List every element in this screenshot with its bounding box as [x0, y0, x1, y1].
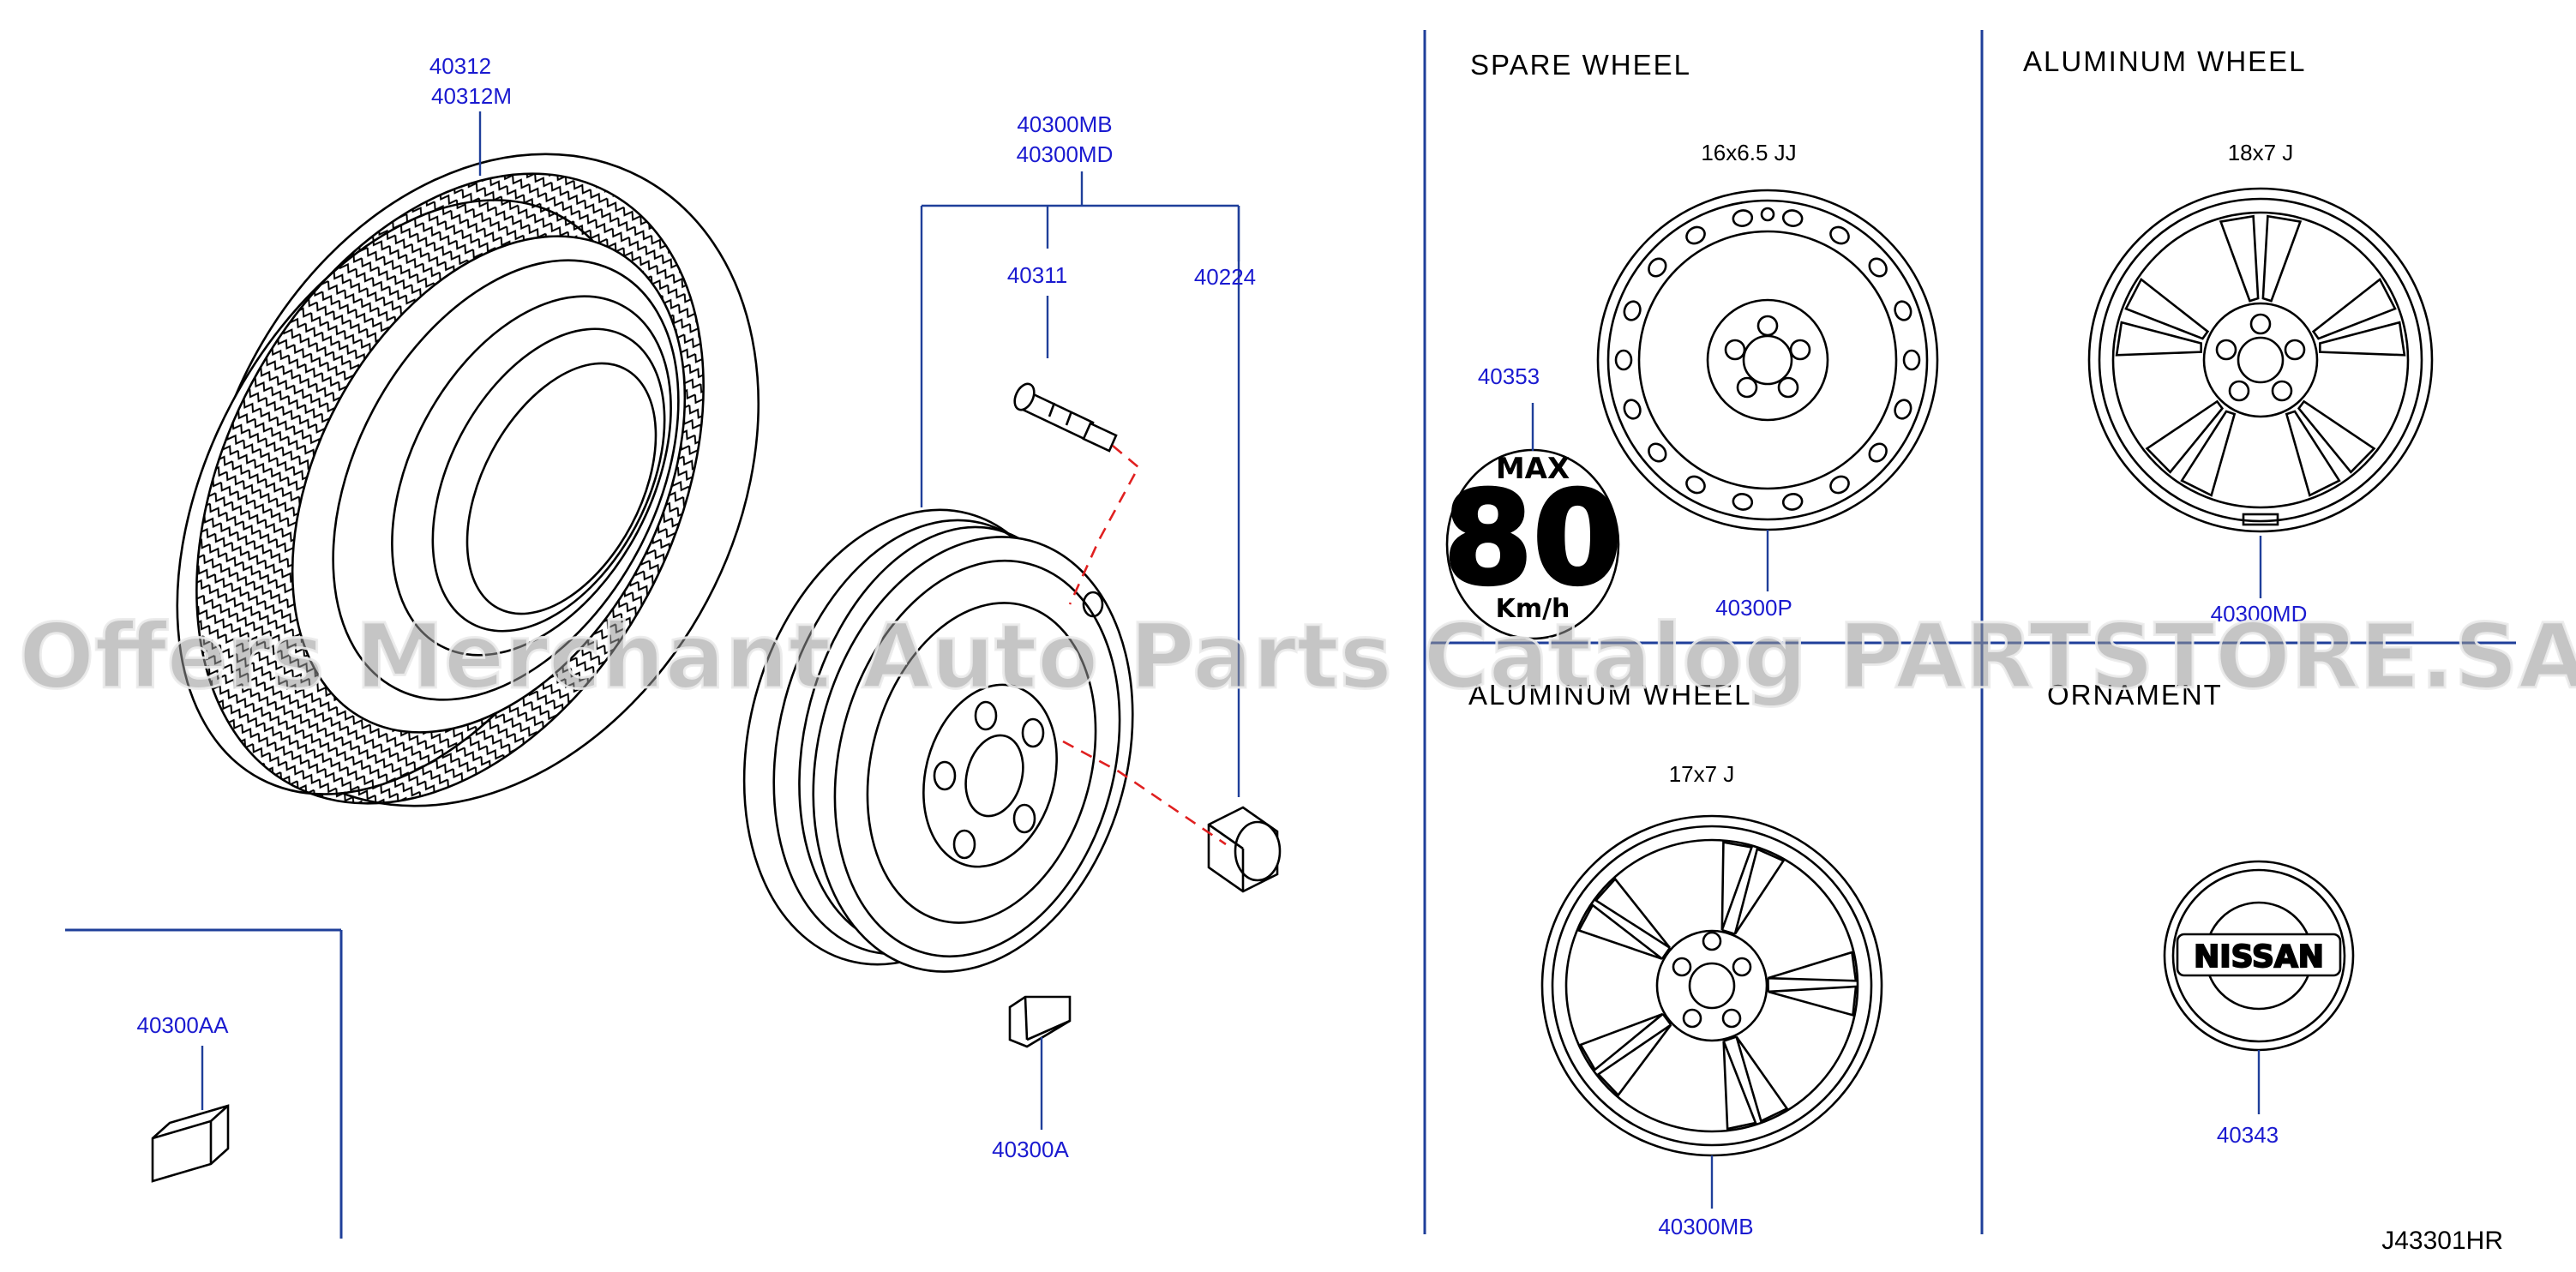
balance-weight-aa-drawing[interactable] — [151, 1104, 230, 1183]
part-number-nut[interactable]: 40224 — [1194, 264, 1256, 290]
part-number-tire-b[interactable]: 40312M — [431, 83, 512, 109]
aluminum-wheel-17-size: 17x7 J — [1669, 761, 1735, 787]
wheel-nut-drawing[interactable] — [1207, 806, 1282, 893]
assembly-dashed-lines — [1062, 445, 1227, 846]
section-title-aluminum-wheel-top: ALUMINUM WHEEL — [2023, 45, 2307, 77]
section-title-spare-wheel: SPARE WHEEL — [1470, 49, 1691, 81]
tire-drawing[interactable] — [82, 57, 868, 903]
leader-lines — [201, 111, 1240, 1130]
aluminum-wheel-18-drawing[interactable] — [2087, 187, 2434, 533]
aluminum-wheel-17-spokes — [1577, 840, 1858, 1131]
steel-wheel-drawing[interactable] — [695, 472, 1179, 1007]
valve-stem-drawing[interactable] — [1011, 381, 1118, 453]
diagram-code: J43301HR — [2381, 1227, 2503, 1255]
aluminum-wheel-17-drawing[interactable] — [1540, 814, 1883, 1157]
balance-weight-a-drawing[interactable] — [1008, 995, 1072, 1048]
sticker-unit-text: Km/h — [1496, 594, 1570, 624]
spare-wheel-size: 16x6.5 JJ — [1701, 140, 1796, 165]
part-number-weight-a[interactable]: 40300A — [992, 1137, 1069, 1162]
part-number-weight-aa[interactable]: 40300AA — [137, 1012, 230, 1038]
speed-label-sticker[interactable]: MAX 80 Km/h — [1442, 448, 1624, 640]
ornament-logo-text: NISSAN — [2194, 939, 2324, 975]
part-number-wheel-b[interactable]: 40300MD — [1017, 141, 1114, 167]
part-number-valve[interactable]: 40311 — [1007, 262, 1067, 288]
part-number-label[interactable]: 40353 — [1478, 363, 1540, 389]
part-number-alu18[interactable]: 40300MD — [2211, 601, 2308, 627]
part-number-wheel-a[interactable]: 40300MB — [1017, 111, 1112, 137]
spare-wheel-drawing[interactable] — [1596, 189, 1939, 531]
section-title-ornament: ORNAMENT — [2047, 679, 2223, 711]
part-number-spare[interactable]: 40300P — [1715, 595, 1792, 621]
sticker-speed-text: 80 — [1444, 465, 1623, 614]
sticker-max-text: MAX — [1496, 452, 1570, 486]
section-title-aluminum-wheel-bottom: ALUMINUM WHEEL — [1468, 679, 1752, 711]
part-number-alu17[interactable]: 40300MB — [1658, 1214, 1753, 1239]
watermark-text: Offers Merchant Auto Parts Catalog PARTS… — [19, 604, 2576, 709]
part-number-ornament[interactable]: 40343 — [2217, 1122, 2279, 1148]
aluminum-wheel-18-size: 18x7 J — [2228, 140, 2294, 165]
section-dividers — [65, 30, 2516, 1239]
ornament-drawing[interactable]: NISSAN — [2163, 860, 2355, 1052]
part-number-tire-a[interactable]: 40312 — [429, 53, 491, 79]
aluminum-wheel-18-spokes — [2115, 214, 2406, 497]
spare-wheel-vent-holes — [1614, 209, 1921, 511]
